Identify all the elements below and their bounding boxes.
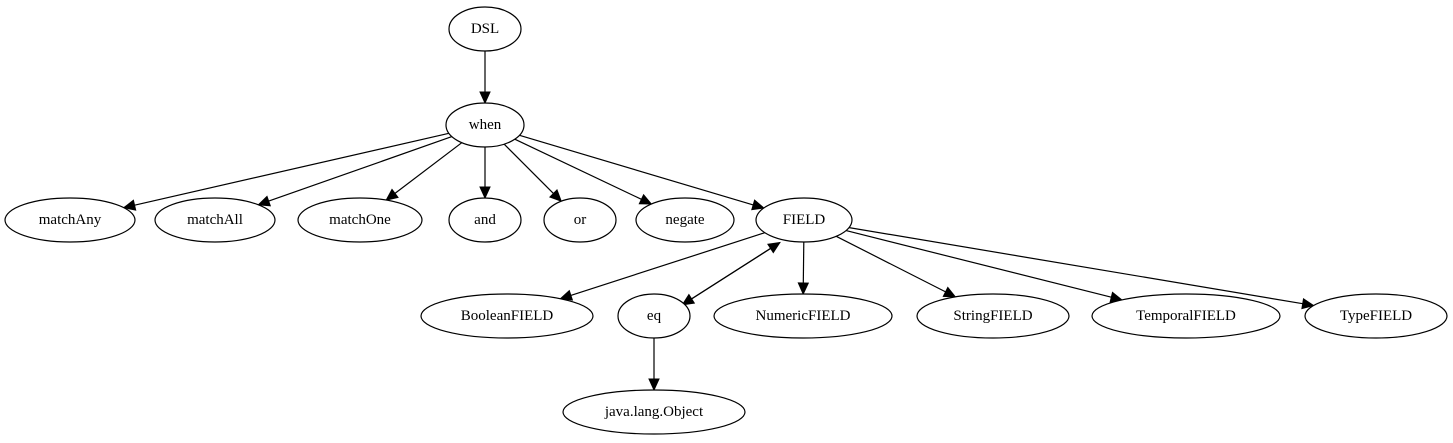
- node-and: and: [448, 197, 522, 243]
- edge-when-to-and-arrowhead: [479, 186, 491, 200]
- node-field-shape: [755, 197, 853, 243]
- edge-when-to-matchall: [257, 136, 453, 207]
- node-eq-label: eq: [647, 308, 662, 324]
- node-matchany-label: matchAny: [39, 212, 102, 228]
- edge-eq-to-field-line: [682, 247, 771, 306]
- node-numericfield-shape: [713, 293, 893, 339]
- edge-when-to-matchone-arrowhead: [385, 188, 399, 201]
- edge-when-to-negate-line: [514, 138, 642, 200]
- node-and-label: and: [474, 212, 496, 228]
- edge-field-to-booleanfield-line: [570, 232, 765, 296]
- edge-eq-to-javalangobject: [648, 338, 660, 392]
- edge-when-to-matchall-arrowhead: [257, 195, 272, 207]
- node-typefield-label: TypeFIELD: [1340, 308, 1412, 324]
- edge-dsl-to-when: [479, 51, 491, 105]
- node-matchall-shape: [154, 197, 276, 243]
- edge-when-to-matchany: [122, 132, 450, 211]
- edge-when-to-or-line: [503, 143, 554, 194]
- node-eq: eq: [617, 293, 691, 339]
- edge-field-to-numericfield-arrowhead: [797, 282, 810, 296]
- node-matchall-label: matchAll: [187, 212, 243, 228]
- node-numericfield-label: NumericFIELD: [756, 308, 851, 324]
- node-dsl-label: DSL: [471, 21, 499, 37]
- node-field-label: FIELD: [783, 212, 826, 228]
- node-booleanfield-shape: [420, 293, 594, 339]
- node-matchone: matchOne: [297, 197, 423, 243]
- edge-when-to-or-arrowhead: [548, 188, 563, 203]
- node-or-label: or: [574, 212, 587, 228]
- node-javalangobject-shape: [562, 389, 746, 435]
- edge-eq-to-field-arrowhead: [767, 241, 781, 254]
- node-negate-label: negate: [665, 212, 704, 228]
- node-matchone-shape: [297, 197, 423, 243]
- node-typefield-shape: [1304, 293, 1448, 339]
- edge-dsl-to-when-arrowhead: [479, 91, 491, 105]
- edge-when-to-field-arrowhead: [751, 199, 765, 211]
- node-javalangobject: java.lang.Object: [562, 389, 746, 435]
- edge-field-to-booleanfield-arrowhead: [559, 289, 574, 301]
- edge-when-to-matchone: [385, 142, 463, 201]
- node-booleanfield-label: BooleanFIELD: [461, 308, 554, 324]
- node-stringfield-shape: [916, 293, 1070, 339]
- edge-field-to-stringfield-arrowhead: [942, 286, 957, 298]
- edge-field-to-numericfield: [797, 241, 810, 296]
- edge-when-to-and: [479, 147, 491, 200]
- node-when: when: [445, 102, 525, 148]
- edge-field-to-stringfield: [835, 235, 957, 298]
- node-when-label: when: [469, 117, 502, 133]
- node-matchone-label: matchOne: [329, 212, 391, 228]
- edge-when-to-or: [503, 143, 563, 203]
- node-or: or: [543, 197, 617, 243]
- edge-eq-to-javalangobject-arrowhead: [648, 378, 660, 392]
- node-negate: negate: [635, 197, 735, 243]
- node-numericfield: NumericFIELD: [713, 293, 893, 339]
- edge-when-to-negate-arrowhead: [638, 193, 653, 205]
- node-field: FIELD: [755, 197, 853, 243]
- edge-when-to-matchall-line: [268, 136, 453, 202]
- node-or-shape: [543, 197, 617, 243]
- node-javalangobject-label: java.lang.Object: [604, 404, 704, 420]
- edge-field-to-booleanfield: [559, 232, 765, 301]
- node-typefield: TypeFIELD: [1304, 293, 1448, 339]
- node-stringfield-label: StringFIELD: [953, 308, 1032, 324]
- edge-when-to-negate: [514, 138, 653, 205]
- node-booleanfield: BooleanFIELD: [420, 293, 594, 339]
- node-stringfield: StringFIELD: [916, 293, 1070, 339]
- edge-field-to-temporalfield: [845, 230, 1124, 303]
- edge-field-to-numericfield-line: [802, 241, 805, 284]
- edge-field-to-stringfield-line: [835, 235, 946, 293]
- edge-when-to-matchany-arrowhead: [122, 199, 137, 211]
- node-matchall: matchAll: [154, 197, 276, 243]
- node-negate-shape: [635, 197, 735, 243]
- edge-field-to-temporalfield-line: [845, 230, 1112, 298]
- edge-when-to-matchone-line: [394, 142, 463, 194]
- node-dsl: DSL: [448, 6, 522, 52]
- edges-layer: [122, 51, 1315, 392]
- node-matchany: matchAny: [4, 197, 136, 243]
- node-temporalfield-label: TemporalFIELD: [1136, 308, 1236, 324]
- edge-eq-to-field: [682, 241, 781, 306]
- edge-field-to-typefield-line: [849, 227, 1303, 305]
- node-temporalfield-shape: [1091, 293, 1281, 339]
- node-when-shape: [445, 102, 525, 148]
- edge-when-to-field: [519, 134, 765, 211]
- node-temporalfield: TemporalFIELD: [1091, 293, 1281, 339]
- edge-field-to-typefield-arrowhead: [1301, 297, 1315, 310]
- edge-field-to-typefield: [849, 227, 1315, 310]
- node-eq-shape: [617, 293, 691, 339]
- node-dsl-shape: [448, 6, 522, 52]
- node-and-shape: [448, 197, 522, 243]
- edge-when-to-field-line: [519, 134, 754, 206]
- node-matchany-shape: [4, 197, 136, 243]
- edge-when-to-matchany-line: [134, 132, 450, 206]
